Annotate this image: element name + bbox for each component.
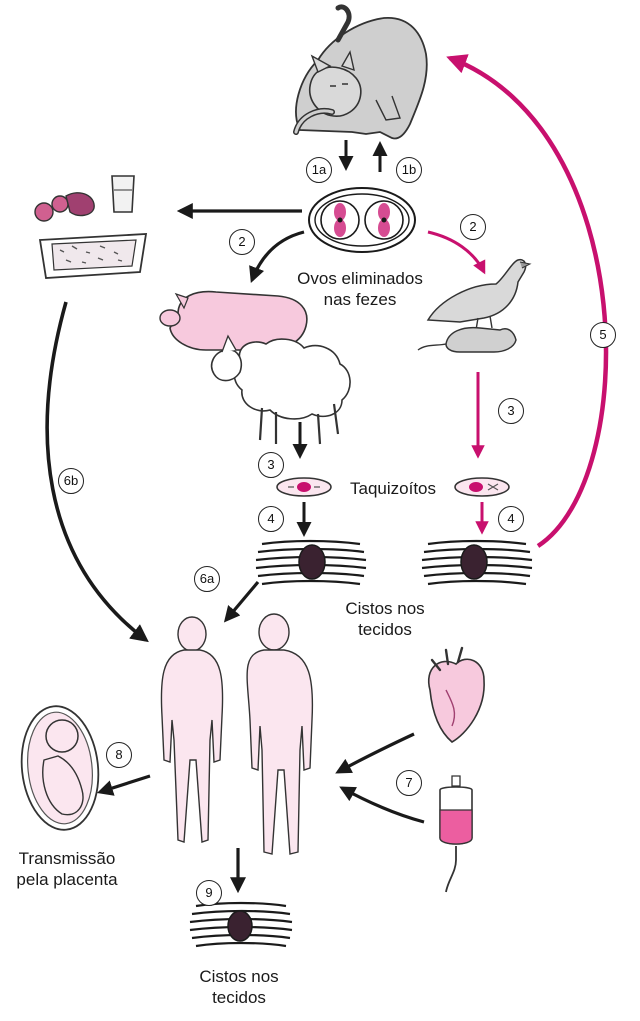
tachyzoite-icon <box>454 477 510 497</box>
label-placental-transmission: Transmissão pela placenta <box>16 849 118 889</box>
tissue-cyst-icon <box>189 901 293 948</box>
heart-icon <box>427 646 485 743</box>
human-figures-icon <box>160 613 314 855</box>
step-6b: 6b <box>58 468 84 494</box>
tachyzoite-icon <box>276 477 332 497</box>
pig-icon <box>159 290 308 351</box>
cat-icon <box>293 4 428 140</box>
step-9: 9 <box>196 880 222 906</box>
step-5: 5 <box>590 322 616 348</box>
label-tissue-cysts-human: Cistos nos tecidos <box>199 967 279 1007</box>
step-4-right: 4 <box>498 506 524 532</box>
tissue-cyst-icon <box>421 539 533 586</box>
step-6a: 6a <box>194 566 220 592</box>
fetus-icon <box>20 705 100 831</box>
sheep-icon <box>210 334 351 445</box>
step-1b: 1b <box>396 157 422 183</box>
food-icon <box>34 175 148 279</box>
rat-icon <box>417 326 517 353</box>
step-2-left: 2 <box>229 229 255 255</box>
tissue-cyst-icon <box>255 539 367 586</box>
step-4-left: 4 <box>258 506 284 532</box>
step-1a: 1a <box>306 157 332 183</box>
label-tissue-cysts-animal: Cistos nos tecidos <box>345 599 425 639</box>
blood-bag-icon <box>439 775 473 893</box>
step-7: 7 <box>396 770 422 796</box>
step-3-right: 3 <box>498 398 524 424</box>
step-3-left: 3 <box>258 452 284 478</box>
step-2-right: 2 <box>460 214 486 240</box>
label-tachyzoites: Taquizoítos <box>350 479 436 498</box>
bird-icon <box>426 258 532 331</box>
label-eggs-in-feces: Ovos eliminados nas fezes <box>297 269 423 309</box>
step-8: 8 <box>106 742 132 768</box>
oocyst-icon <box>308 187 416 253</box>
